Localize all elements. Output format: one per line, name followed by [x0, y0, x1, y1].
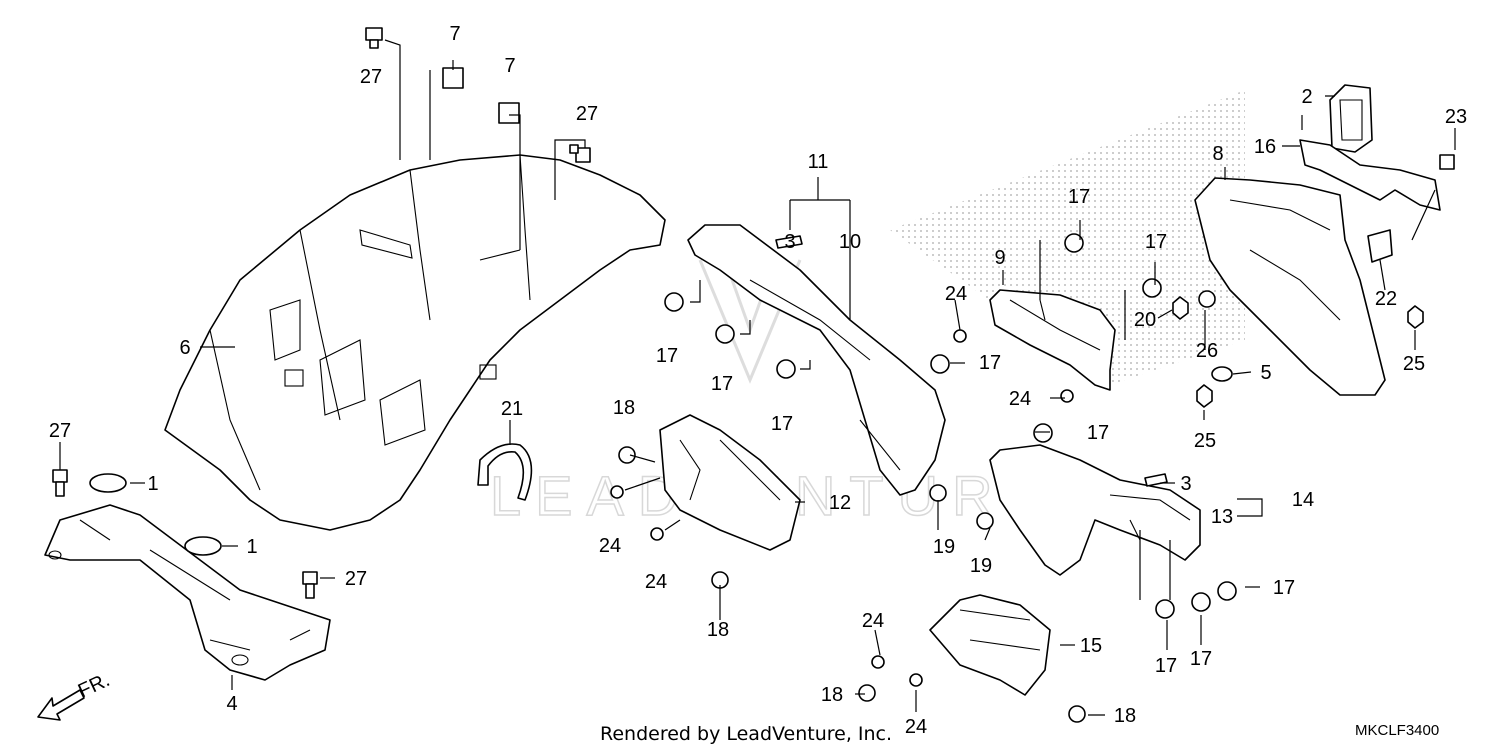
footer-credit: Rendered by LeadVenture, Inc.	[600, 723, 892, 745]
inner-panel	[659, 414, 801, 551]
cable-clip	[477, 443, 533, 501]
callout-number: 17	[711, 373, 733, 395]
callout-number: 17	[979, 352, 1001, 374]
callout-number: 25	[1403, 353, 1425, 375]
callout-number: 4	[226, 693, 237, 715]
callout-number: 17	[1273, 577, 1295, 599]
rear-fender	[164, 154, 666, 531]
screw	[610, 329, 1086, 723]
callout-number: 14	[1292, 489, 1314, 511]
bolt	[52, 469, 68, 497]
callout-number: 2	[1301, 86, 1312, 108]
leader-lines	[59, 39, 1456, 716]
nut	[1407, 305, 1424, 329]
callout-number: 23	[1445, 106, 1467, 128]
tail-bracket	[989, 289, 1116, 391]
bolt	[302, 571, 318, 599]
callout-number: 6	[179, 337, 190, 359]
callout-number: 27	[49, 420, 71, 442]
reflector-bracket	[1299, 139, 1441, 211]
front-direction-arrow-icon: FR.	[37, 669, 113, 721]
bracket	[44, 504, 331, 681]
callout-number: 17	[1068, 186, 1090, 208]
lower-panel	[929, 594, 1051, 696]
callout-number: 19	[970, 555, 992, 577]
callout-number: 22	[1375, 288, 1397, 310]
speed-nut	[498, 102, 520, 124]
callout-number: 17	[1087, 422, 1109, 444]
callout-number: 19	[933, 536, 955, 558]
callout-number: 7	[504, 55, 515, 77]
callout-number: 16	[1254, 136, 1276, 158]
callout-number: 1	[147, 473, 158, 495]
callout-number: 27	[360, 66, 382, 88]
callout-number: 18	[1114, 705, 1136, 727]
callout-number: 13	[1211, 506, 1233, 528]
nut	[1172, 296, 1189, 320]
callout-number: 3	[784, 231, 795, 253]
grommet	[89, 473, 127, 493]
callout-number: 5	[1260, 362, 1271, 384]
callout-number: 18	[613, 397, 635, 419]
callout-number: 21	[501, 398, 523, 420]
grommet	[184, 536, 222, 556]
callout-number: 15	[1080, 635, 1102, 657]
callout-number: 7	[449, 23, 460, 45]
emblem	[1144, 473, 1168, 487]
tail-light-housing	[1194, 177, 1386, 396]
callout-number: 24	[1009, 388, 1031, 410]
callout-number: 3	[1180, 473, 1191, 495]
callout-number: 17	[1145, 231, 1167, 253]
callout-number: 9	[994, 247, 1005, 269]
bolt	[365, 27, 383, 49]
cap-nut	[1367, 229, 1393, 263]
callout-number: 17	[656, 345, 678, 367]
callout-number: 24	[862, 610, 884, 632]
bolt	[1439, 154, 1455, 170]
speed-nut	[442, 67, 464, 89]
callout-number: 27	[576, 103, 598, 125]
callout-number: 18	[707, 619, 729, 641]
emblem	[775, 235, 803, 249]
callout-number: 24	[645, 571, 667, 593]
callout-number: 20	[1134, 309, 1156, 331]
callout-number: 8	[1212, 143, 1223, 165]
washer	[1198, 290, 1216, 308]
callout-number: 17	[1190, 648, 1212, 670]
callout-number: 12	[829, 492, 851, 514]
callout-number: 24	[905, 716, 927, 738]
side-cover	[687, 224, 946, 496]
diagram-code: MKCLF3400	[1355, 722, 1439, 739]
callout-number: 26	[1196, 340, 1218, 362]
callout-number: 17	[771, 413, 793, 435]
collar	[1211, 366, 1233, 382]
screw	[664, 233, 1237, 619]
callout-number: 1	[246, 536, 257, 558]
nut	[1196, 384, 1213, 408]
right-side-cover	[989, 444, 1201, 576]
callout-number: 11	[808, 151, 829, 173]
reflector	[1329, 84, 1373, 153]
callout-number: 27	[345, 568, 367, 590]
bolt	[569, 144, 591, 163]
callout-number: 10	[839, 231, 861, 253]
callout-number: 17	[1155, 655, 1177, 677]
callout-number: 18	[821, 684, 843, 706]
callout-number: 24	[599, 535, 621, 557]
callout-number: 25	[1194, 430, 1216, 452]
callout-number: 24	[945, 283, 967, 305]
